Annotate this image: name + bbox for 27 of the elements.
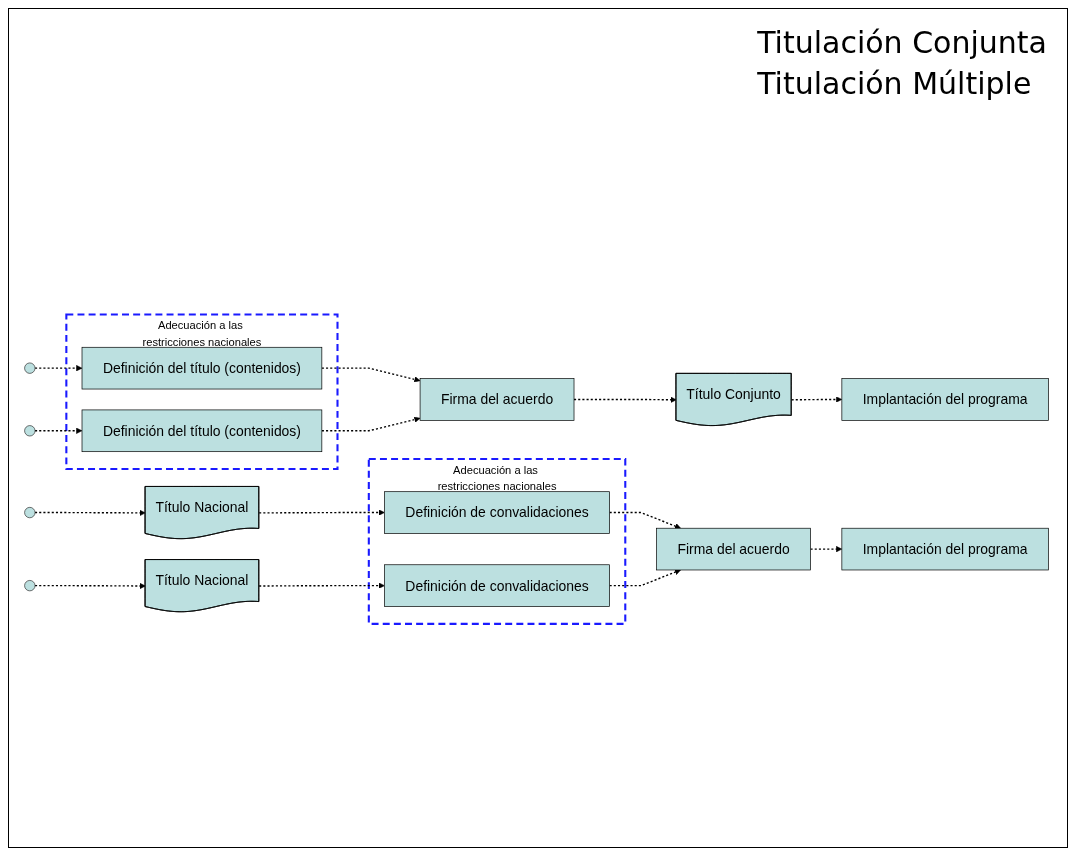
node-circle — [24, 424, 36, 437]
node-box: Implantación del programa — [841, 527, 1049, 571]
arrow — [608, 511, 681, 529]
node-box: Firma del acuerdo — [419, 378, 575, 421]
arrow — [321, 416, 421, 432]
arrow — [790, 396, 843, 403]
node-box: Definición del título (contenidos) — [81, 409, 323, 452]
node-box: Implantación del programa — [841, 378, 1049, 421]
arrow — [34, 582, 146, 589]
arrow — [34, 427, 83, 434]
arrow — [321, 367, 421, 383]
section-heading: Titulación Múltiple — [757, 66, 1033, 101]
node-circle — [24, 506, 36, 518]
node-box: Firma del acuerdo — [656, 527, 811, 571]
arrow — [608, 568, 681, 587]
arrow — [258, 582, 385, 589]
node-circle — [24, 362, 36, 374]
node-box: Definición del título (contenidos) — [81, 346, 323, 390]
arrow — [809, 545, 843, 552]
arrow — [573, 396, 677, 403]
arrow — [34, 509, 146, 516]
arrow — [34, 364, 83, 371]
arrow — [258, 509, 385, 516]
section-heading: Titulación Conjunta — [757, 25, 1047, 60]
node-box: Definición de convalidaciones — [384, 491, 610, 534]
node-box: Definición de convalidaciones — [384, 564, 610, 607]
node-circle — [24, 579, 36, 591]
